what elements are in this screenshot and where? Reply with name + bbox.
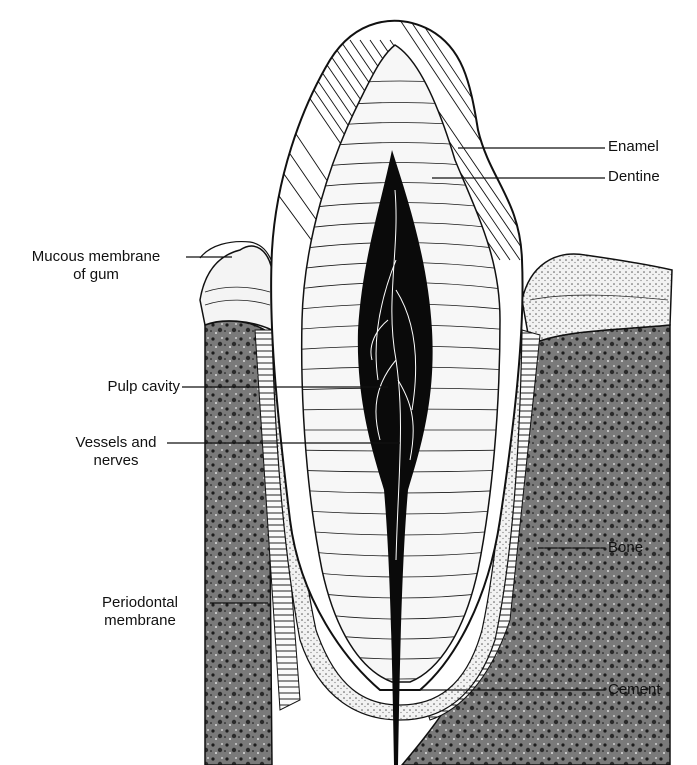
label-vessels-line2: nerves bbox=[62, 452, 170, 470]
label-enamel: Enamel bbox=[608, 138, 659, 156]
label-cement: Cement bbox=[608, 681, 661, 699]
label-vessels-line1: Vessels and bbox=[62, 434, 170, 452]
label-dentine: Dentine bbox=[608, 168, 660, 186]
label-mucous-membrane: Mucous membrane of gum bbox=[4, 248, 188, 284]
label-mucous-membrane-line1: Mucous membrane bbox=[4, 248, 188, 266]
label-mucous-membrane-line2: of gum bbox=[4, 266, 188, 284]
gum-left bbox=[200, 246, 272, 330]
label-bone: Bone bbox=[608, 539, 643, 557]
label-periodontal-line1: Periodontal bbox=[72, 594, 208, 612]
label-periodontal-membrane: Periodontal membrane bbox=[72, 594, 208, 630]
label-pulp-cavity: Pulp cavity bbox=[60, 378, 180, 396]
label-periodontal-line2: membrane bbox=[72, 612, 208, 630]
label-vessels-and-nerves: Vessels and nerves bbox=[62, 434, 170, 470]
